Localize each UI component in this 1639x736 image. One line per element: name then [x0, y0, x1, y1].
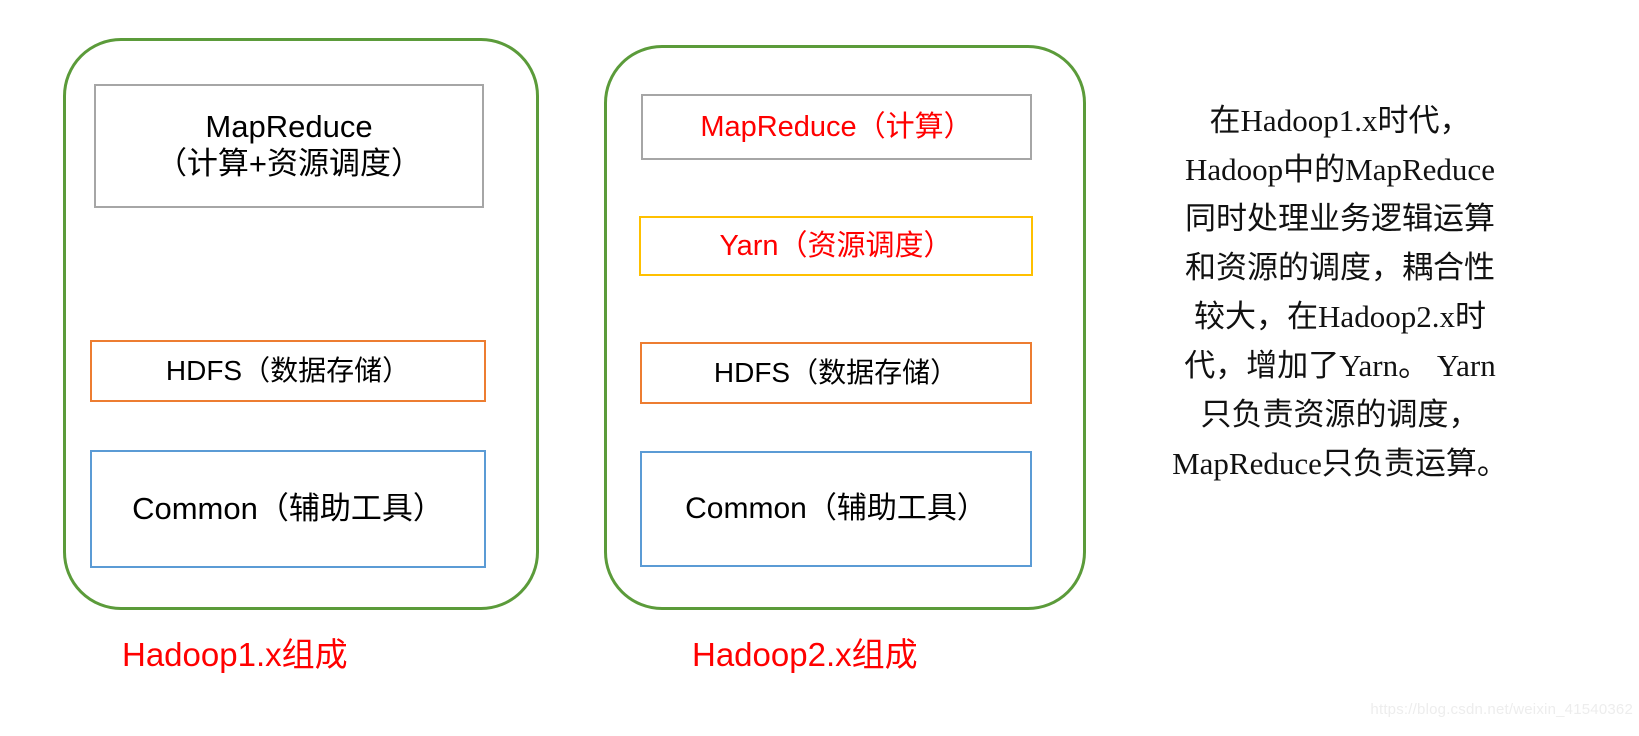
- explanation-line: Hadoop中的MapReduce: [1185, 152, 1495, 187]
- hadoop1-mapreduce-label-line1: MapReduce: [205, 109, 373, 145]
- hadoop2-common-box: Common（辅助工具）: [640, 451, 1032, 567]
- explanation-line: 只负责资源的调度，: [1200, 397, 1480, 432]
- explanation-paragraph: 在Hadoop1.x时代， Hadoop中的MapReduce 同时处理业务逻辑…: [1140, 96, 1540, 488]
- hadoop2-hdfs-box: HDFS（数据存储）: [640, 342, 1032, 404]
- hadoop2-yarn-label: Yarn（资源调度）: [719, 229, 953, 262]
- hadoop1-hdfs-box: HDFS（数据存储）: [90, 340, 486, 402]
- explanation-line: 和资源的调度，耦合性: [1185, 250, 1495, 285]
- explanation-line: 在Hadoop1.x时代，: [1209, 103, 1471, 138]
- hadoop2-mapreduce-label: MapReduce（计算）: [700, 110, 973, 143]
- hadoop2-common-label: Common（辅助工具）: [685, 492, 987, 526]
- hadoop1-hdfs-label: HDFS（数据存储）: [165, 355, 411, 387]
- explanation-line: 代，增加了Yarn。 Yarn: [1184, 348, 1496, 383]
- source-watermark: https://blog.csdn.net/weixin_41540362: [1370, 701, 1633, 718]
- explanation-line: 较大，在Hadoop2.x时: [1194, 299, 1486, 334]
- hadoop2-caption: Hadoop2.x组成: [692, 636, 918, 673]
- hadoop1-mapreduce-label-line2: （计算+资源调度）: [155, 146, 423, 181]
- hadoop2-hdfs-label: HDFS（数据存储）: [713, 357, 959, 389]
- hadoop1-common-label: Common（辅助工具）: [132, 490, 444, 526]
- explanation-line: 同时处理业务逻辑运算: [1185, 201, 1495, 236]
- hadoop1-mapreduce-box: MapReduce （计算+资源调度）: [94, 84, 484, 208]
- hadoop2-mapreduce-box: MapReduce（计算）: [641, 94, 1032, 160]
- hadoop1-common-box: Common（辅助工具）: [90, 450, 486, 568]
- hadoop1-caption: Hadoop1.x组成: [122, 636, 348, 673]
- hadoop2-yarn-box: Yarn（资源调度）: [639, 216, 1033, 276]
- explanation-line: MapReduce只负责运算。: [1172, 446, 1508, 481]
